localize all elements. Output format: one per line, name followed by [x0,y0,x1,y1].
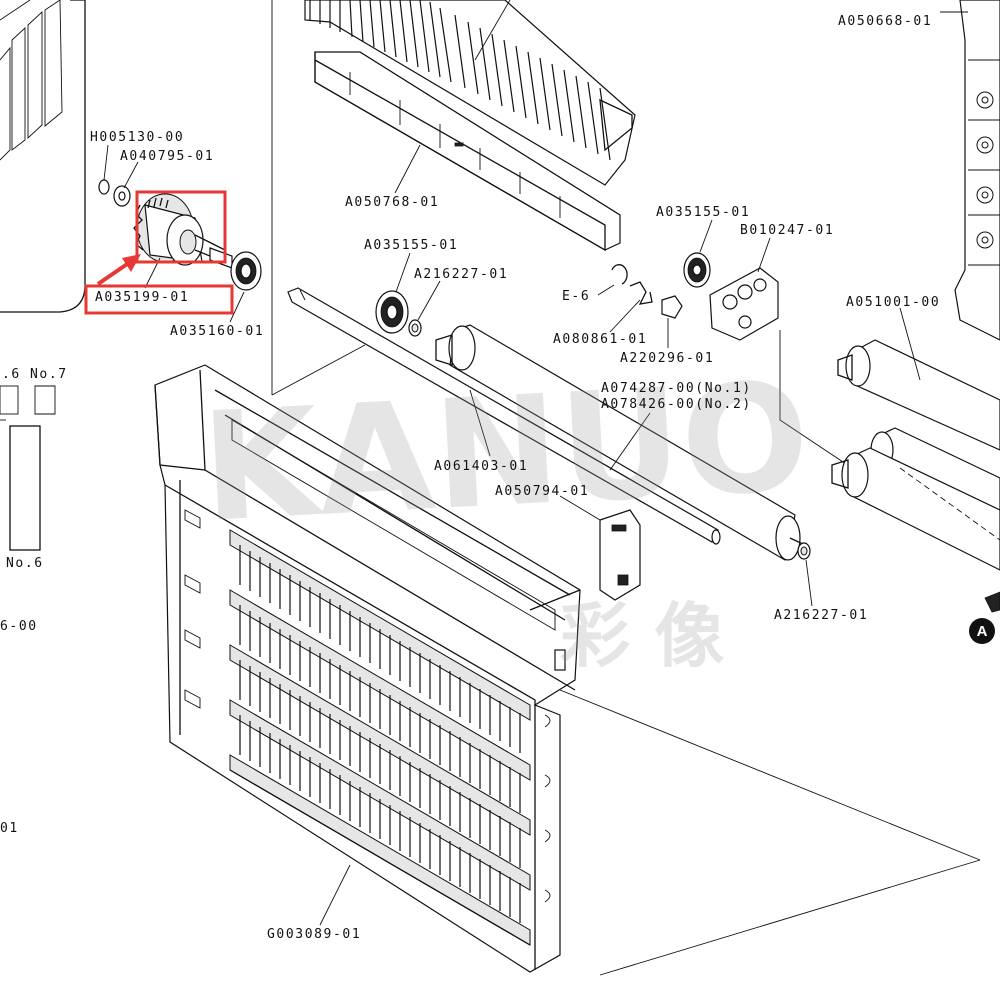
trough-part [314,51,621,252]
main-body [154,364,581,973]
watermark-cjk: 彩 像 [560,595,724,677]
highlight-label-box [84,284,234,315]
leader-lines [103,144,921,926]
label-a035199-01: A035199-01 [95,290,189,305]
inset-panel [0,0,86,313]
highlight-arrow-head [122,254,141,272]
bracket-part [599,509,641,601]
label-a061403-01: A061403-01 [434,459,528,474]
label-a050768-01: A050768-01 [345,195,439,210]
label-cut-01: 01 [0,821,19,836]
label-no7: No.7 [30,367,68,382]
roller-part [435,324,811,561]
label-a035160-01: A035160-01 [170,324,264,339]
label-a074287-00: A074287-00(No.1) [601,381,752,396]
label-a216227-01-mid: A216227-01 [414,267,508,282]
label-a040795-01: A040795-01 [120,149,214,164]
highlight-box [135,190,227,264]
part-labels: H005130-00 A040795-01 A035199-01 A035160… [0,14,940,942]
label-a220296-01: A220296-01 [620,351,714,366]
label-no6-top: .6 [2,367,21,382]
label-a050794-01: A050794-01 [495,484,589,499]
label-h005130-00: H005130-00 [90,130,184,145]
label-e-6: E-6 [562,289,590,304]
shaft-part [287,287,721,545]
label-a035155-01-right: A035155-01 [656,205,750,220]
small-parts-right [611,252,779,341]
highlight-annotation [84,190,234,315]
watermark: KANUO 彩 像 [198,350,813,677]
label-a080861-01: A080861-01 [553,332,647,347]
watermark-latin: KANUO [198,350,813,556]
callout-a-letter: A [977,623,988,640]
label-a216227-01-low: A216227-01 [774,608,868,623]
gear-mid [375,290,422,337]
callout-a: A [969,591,1000,644]
label-cut-6-00: 6-00 [0,619,38,634]
right-frame-upper [940,0,1000,341]
left-fragments [0,385,56,551]
label-b010247-01: B010247-01 [740,223,834,238]
right-rollers [831,339,1000,571]
label-a050668-01: A050668-01 [838,14,932,29]
label-a051001-00: A051001-00 [846,295,940,310]
label-a035155-01-mid: A035155-01 [364,238,458,253]
label-no6-bottom: No.6 [6,556,44,571]
frame-lines [271,0,981,976]
gear-assembly-left [98,179,262,291]
label-a078426-00: A078426-00(No.2) [601,397,752,412]
heatsink-top [304,0,636,186]
label-g003089-01: G003089-01 [267,927,361,942]
